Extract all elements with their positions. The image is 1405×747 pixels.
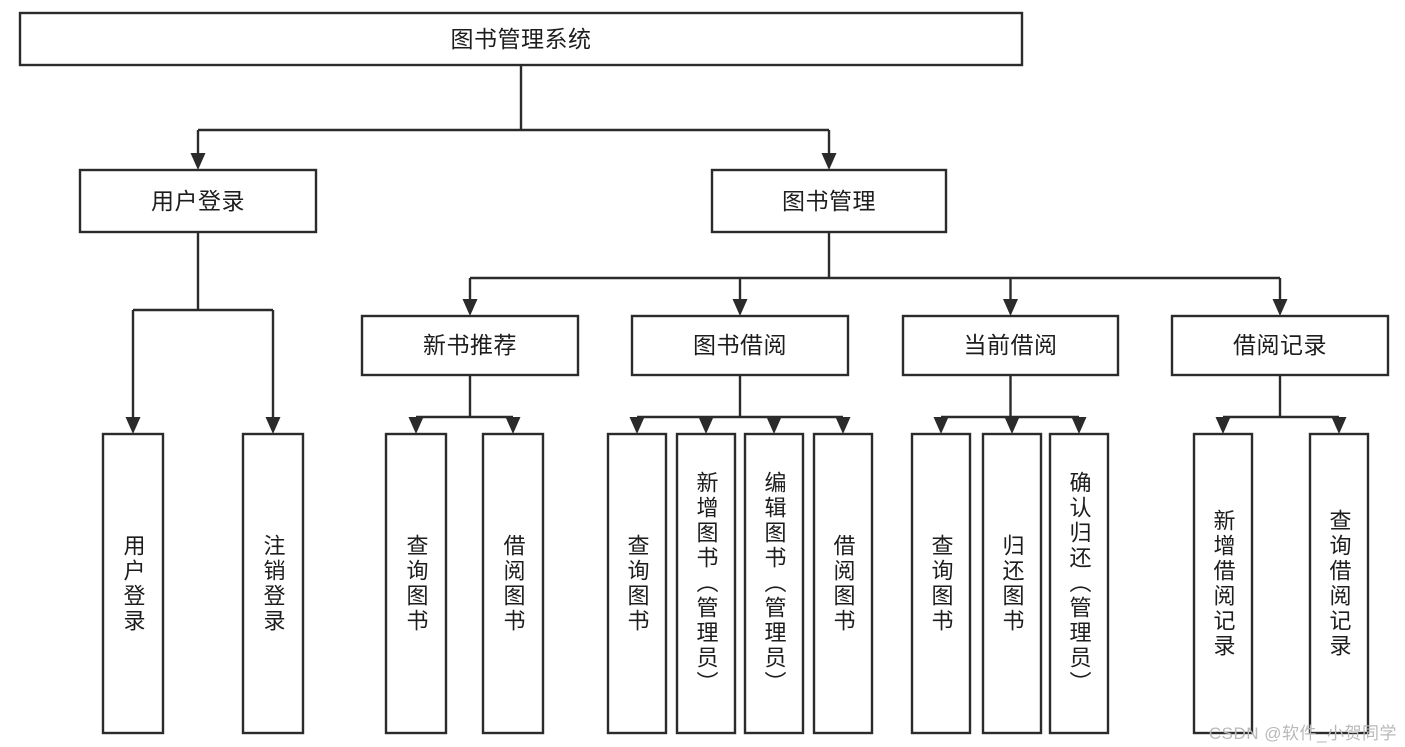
arrow-current-borrow-leaf-confirm-return xyxy=(1071,417,1087,434)
node-box-leaf-confirm-return[interactable] xyxy=(1048,432,1110,735)
node-box-leaf-query-book-2[interactable] xyxy=(606,432,668,735)
node-box-leaf-user-login[interactable] xyxy=(101,432,165,735)
node-box-book-manage[interactable] xyxy=(710,168,948,234)
node-box-leaf-borrow-book-2[interactable] xyxy=(812,432,874,735)
watermark-text: CSDN @软件_小贺同学 xyxy=(1208,724,1397,743)
arrow-book-borrow-leaf-add-book xyxy=(698,417,714,434)
arrow-root-book-manage xyxy=(821,153,837,170)
node-box-leaf-query-book-1[interactable] xyxy=(384,432,448,735)
edge-layer xyxy=(125,65,1347,434)
arrow-current-borrow-leaf-query-book-3 xyxy=(933,417,949,434)
arrow-book-manage-book-borrow xyxy=(732,299,748,316)
arrow-new-book-rec-leaf-borrow-book-1 xyxy=(505,417,521,434)
node-box-leaf-query-record[interactable] xyxy=(1308,432,1370,735)
arrow-book-borrow-leaf-query-book-2 xyxy=(629,417,645,434)
node-box-leaf-return-book[interactable] xyxy=(981,432,1043,735)
node-box-leaf-add-record[interactable] xyxy=(1192,432,1254,735)
node-box-user-login[interactable] xyxy=(78,168,318,234)
arrow-book-manage-borrow-record xyxy=(1272,299,1288,316)
node-box-current-borrow[interactable] xyxy=(901,314,1120,377)
arrow-book-manage-current-borrow xyxy=(1003,299,1018,316)
arrow-book-borrow-leaf-borrow-book-2 xyxy=(835,417,851,434)
arrow-user-login-leaf-user-login xyxy=(125,417,141,434)
node-box-leaf-query-book-3[interactable] xyxy=(910,432,972,735)
node-box-book-borrow[interactable] xyxy=(630,314,850,377)
node-box-borrow-record[interactable] xyxy=(1170,314,1390,377)
node-box-root[interactable] xyxy=(18,11,1024,67)
arrow-book-manage-new-book-rec xyxy=(462,299,478,316)
node-box-leaf-borrow-book-1[interactable] xyxy=(481,432,545,735)
arrow-borrow-record-leaf-query-record xyxy=(1331,417,1347,434)
arrow-new-book-rec-leaf-query-book-1 xyxy=(408,417,424,434)
node-box-leaf-user-logout[interactable] xyxy=(241,432,305,735)
arrow-root-user-login xyxy=(190,153,206,170)
arrow-borrow-record-leaf-add-record xyxy=(1215,417,1231,434)
arrow-user-login-leaf-user-logout xyxy=(265,417,281,434)
node-box-new-book-rec[interactable] xyxy=(360,314,580,377)
node-box-leaf-edit-book[interactable] xyxy=(743,432,805,735)
arrow-current-borrow-leaf-return-book xyxy=(1004,417,1020,434)
arrow-book-borrow-leaf-edit-book xyxy=(766,417,782,434)
node-layer xyxy=(18,11,1390,735)
node-box-leaf-add-book[interactable] xyxy=(675,432,737,735)
